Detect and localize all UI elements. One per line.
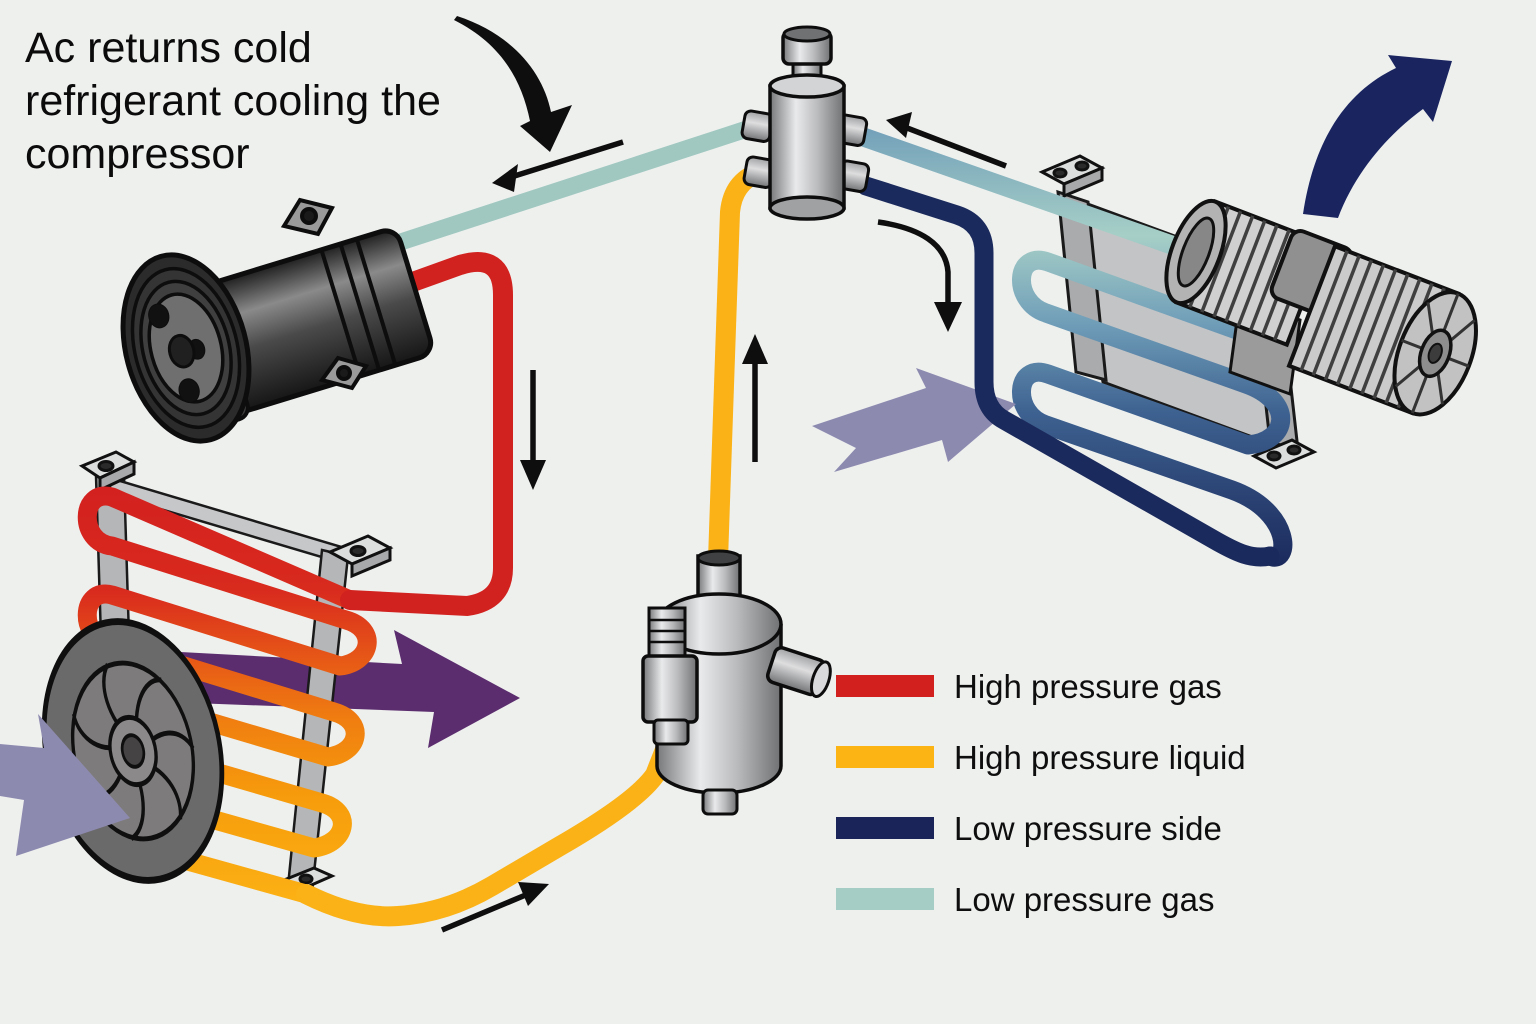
- arrow-liquid-flow: [440, 882, 549, 933]
- compressor-pulley: [120, 252, 252, 444]
- legend-row-low-pressure-side: Low pressure side: [836, 812, 1246, 845]
- annotation-line-2: refrigerant cooling the: [25, 77, 441, 125]
- legend-label: High pressure gas: [954, 667, 1222, 705]
- low-pressure-feed-pipe: [856, 176, 1280, 567]
- legend-label: High pressure liquid: [954, 738, 1246, 776]
- low-pressure-gas-pipe: [361, 117, 765, 261]
- condenser-bracket-top-right: [326, 534, 394, 579]
- receiver-sight-glass: [641, 606, 699, 746]
- flow-arrows: [440, 16, 1007, 933]
- legend-label: Low pressure gas: [954, 880, 1215, 918]
- legend-label: Low pressure side: [954, 809, 1222, 847]
- compressor: [120, 197, 434, 444]
- blower-fans: [1164, 198, 1478, 417]
- warm-air-out-arrow: [1303, 55, 1452, 218]
- legend-swatch-low-pressure-side: [836, 817, 934, 839]
- arrow-red-down: [520, 370, 546, 490]
- evaporator-bracket-top: [1038, 154, 1106, 199]
- annotation-curved-arrow: [454, 16, 572, 152]
- legend-row-high-pressure-liquid: High pressure liquid: [836, 741, 1246, 774]
- condenser-bracket-top-left: [78, 450, 138, 493]
- legend-swatch-high-pressure-gas: [836, 675, 934, 697]
- evaporator-airflow-arrow: [812, 368, 1016, 472]
- liquid-pipe-to-receiver: [296, 732, 678, 927]
- receiver-spout: [765, 646, 832, 698]
- arrow-teal-flow: [492, 139, 624, 192]
- fan-airflow-arrow: [0, 714, 130, 856]
- legend-row-high-pressure-gas: High pressure gas: [836, 670, 1246, 703]
- high-pressure-gas-pipe: [340, 252, 513, 617]
- receiver-drier: [641, 549, 832, 816]
- annotation-text: Ac returns cold refrigerant cooling the …: [25, 22, 441, 181]
- annotation-line-3: compressor: [25, 130, 250, 178]
- expansion-valve: [740, 25, 871, 221]
- legend: High pressure gas High pressure liquid L…: [836, 670, 1246, 958]
- legend-swatch-low-pressure-gas: [836, 888, 934, 910]
- compressor-bracket-bottom: [318, 355, 370, 391]
- legend-row-low-pressure-gas: Low pressure gas: [836, 883, 1246, 916]
- compressor-bracket-top: [280, 197, 335, 237]
- annotation-line-1: Ac returns cold: [25, 24, 312, 72]
- arrow-yellow-up: [742, 334, 768, 462]
- legend-swatch-high-pressure-liquid: [836, 746, 934, 768]
- condenser-coil: [77, 486, 377, 904]
- arrow-feed-flow: [877, 219, 962, 332]
- evaporator-bracket-bottom: [1250, 438, 1318, 470]
- blower-drum-front: [1286, 243, 1478, 417]
- arrow-return-flow: [886, 112, 1007, 169]
- liquid-pipe-to-valve: [708, 161, 774, 570]
